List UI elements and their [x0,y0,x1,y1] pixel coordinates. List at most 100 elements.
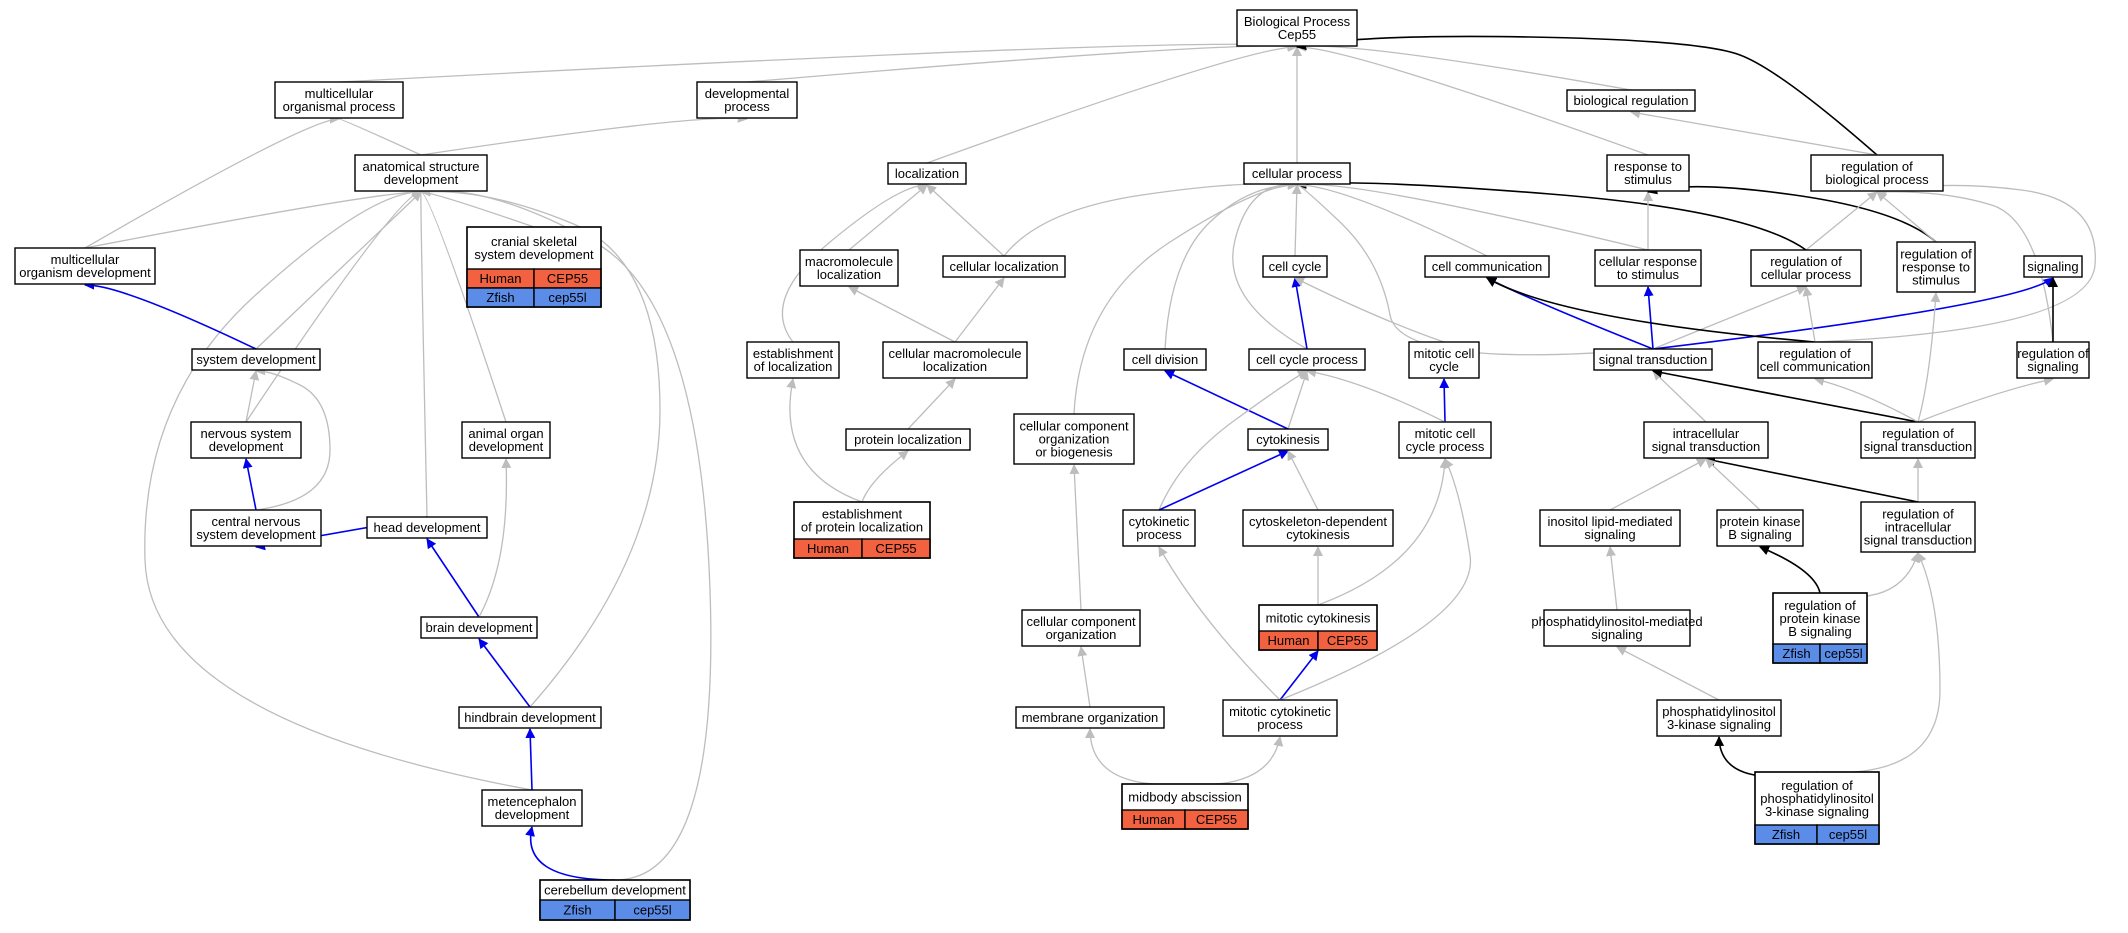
term-label-line: phosphatidylinositol-mediated [1531,614,1702,629]
term-label-line: to stimulus [1617,267,1680,282]
go-term-ccp: cell cycle process [1248,348,1366,371]
term-label-line: hindbrain development [464,710,596,725]
edge-cco-to-ccoob [1069,464,1082,611]
gene-label: cep55l [633,903,671,918]
term-label-line: development [469,439,544,454]
term-box [458,706,602,729]
term-box [746,341,840,379]
term-label-line: localization [817,267,881,282]
edge-cnsd-to-nsd [242,458,257,511]
edge-memorg-to-cco [1077,646,1091,708]
edge-ccoob-to-cellproc [1073,179,1298,415]
edge-cnsd-to-sysdev [255,365,331,511]
term-box [1656,699,1782,737]
term-label-line: cell division [1132,352,1198,367]
term-label-line: cranial skeletal [491,234,577,249]
term-box [1408,341,1480,379]
edge-regbio-to-bio_reg [1630,108,1878,156]
term-box [1122,509,1196,547]
term-label-line: organization [1039,432,1110,447]
term-box [1896,241,1976,293]
edge-sysdev-to-asd [255,191,422,350]
term-label-line: mitotic cell [1414,346,1475,361]
edge-regpi3k-to-regintra [1816,552,1941,774]
term-box [1543,609,1691,647]
edge-pi3k-to-pims [1616,646,1720,701]
edge-csk-to-asd [420,186,535,228]
go-term-signaling: signaling [2023,255,2083,278]
term-label-line: Biological Process [1244,14,1351,29]
term-label-line: animal organ [468,426,543,441]
go-term-bio_reg: biological regulation [1566,89,1696,112]
term-label-line: B signaling [1728,527,1792,542]
term-label-line: regulation of [1770,254,1842,269]
term-label-line: or biogenesis [1035,445,1113,460]
gene-label: CEP55 [547,271,588,286]
edge-cytproc-to-cytokinesis [1158,450,1289,511]
term-label-line: anatomical structure [362,159,479,174]
species-label: Zfish [563,903,591,918]
term-box [1860,421,1976,459]
term-label-line: cell cycle [1269,259,1322,274]
term-label-line: protein kinase [1720,514,1801,529]
term-box [366,516,488,539]
term-label-line: cellular macromolecule [889,346,1022,361]
edge-celldiv-to-cellproc [1164,179,1298,350]
node-layer: Biological ProcessCep55multicellularorga… [14,9,2090,921]
go-term-sigtrans: signal transduction [1593,348,1713,371]
edge-regcellcomm-to-regbio [1814,184,2096,343]
edge-midbody-to-memorg [1085,728,1186,786]
term-label-line: signaling [2027,259,2078,274]
edge-ccp-to-cellproc [1232,179,1308,350]
edge-cmacloc-to-cellloc [954,277,1005,343]
edge-regresp-to-regbio [1876,191,1937,243]
term-label-line: signaling [2027,359,2078,374]
edge-regcellcomm-to-cellcomm [1486,277,1816,343]
edge-regsigtrans-to-regsig [1917,375,2054,423]
term-label-line: signaling [1591,627,1642,642]
term-label-line: signal transduction [1652,439,1760,454]
term-box [1643,421,1769,459]
term-box [1015,706,1165,729]
term-label-line: establishment [822,507,903,522]
edge-mcp-to-mitcyt [1279,650,1319,701]
go-term-regpi3k: regulation ofphosphatidylinositol3-kinas… [1754,771,1880,845]
edge-regsigtrans-to-sigtrans [1652,367,1919,423]
go-term-cellloc: cellular localization [942,255,1066,278]
gene-label: cep55l [1829,827,1867,842]
term-label-line: phosphatidylinositol [1662,704,1776,719]
term-label-line: system development [196,352,316,367]
term-label-line: cellular component [1019,419,1129,434]
edge-regsigtrans-to-regcellcomm [1814,376,1919,423]
term-label-line: development [495,807,570,822]
edge-regpkb-to-regintra [1819,552,1921,598]
term-box [1123,348,1207,371]
edge-mccp-to-mitcc [1439,378,1450,423]
term-box [2023,255,2083,278]
term-box [2016,341,2090,379]
edge-sigtrans-to-signaling [1652,277,2054,350]
species-label: Human [807,541,849,556]
edge-regcell-to-regbio [1805,191,1878,251]
term-label-line: process [1136,527,1182,542]
edge-pkb-to-intra [1705,458,1761,511]
term-box [1398,421,1492,459]
edge-mitcc-to-cellcycle [1294,277,1445,343]
term-label-line: localization [923,359,987,374]
term-label-line: of localization [754,359,833,374]
go-term-protloc: protein localization [845,428,971,451]
